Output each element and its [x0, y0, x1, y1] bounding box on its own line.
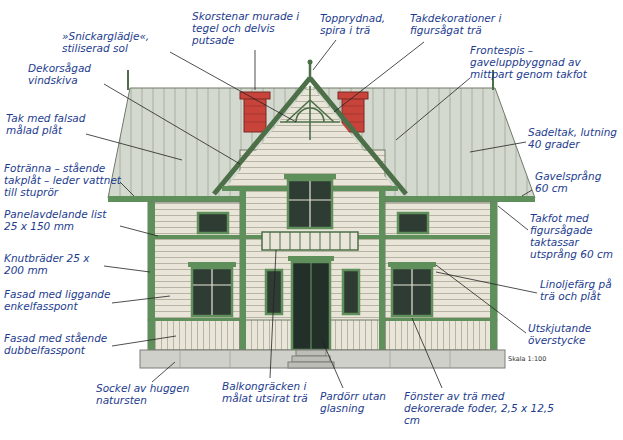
- callout-label: Balkongräcken i målat utsirat trä: [222, 380, 322, 404]
- callout-label: Sadeltak, lutning 40 grader: [528, 126, 618, 150]
- callout-label: Utskjutande överstycke: [528, 322, 610, 346]
- callout-label: »Snickarglädje«, stiliserad sol: [62, 30, 174, 54]
- callout-label: Linoljefärg på trä och plåt: [540, 278, 618, 302]
- callout-label: Topprydnad, spira i trä: [320, 12, 408, 36]
- callout-label: Panelavdelande list 25 x 150 mm: [4, 208, 120, 232]
- callout-label: Knutbräder 25 x 200 mm: [4, 252, 104, 276]
- callout-label: Fasad med liggande enkelfasspont: [4, 288, 112, 312]
- callout-label: Gavelsprång 60 cm: [535, 170, 615, 194]
- callout-label: Dekorsågad vindskiva: [28, 62, 110, 86]
- callout-label: Skorstenar murade i tegel och delvis put…: [192, 10, 310, 46]
- callout-label: Takdekorationer i figursågat trä: [410, 12, 528, 36]
- callout-label: Frontespis – gaveluppbyggnad av mittpart…: [470, 44, 618, 80]
- callout-label: Fasad med stående dubbelfasspont: [4, 332, 112, 356]
- scale-note: Skala 1:100: [508, 356, 568, 363]
- callout-label: Takfot med figursågade taktassar utsprån…: [530, 212, 618, 260]
- callout-label: Sockel av huggen natursten: [96, 382, 206, 406]
- callout-label: Fönster av trä med dekorerade foder, 2,5…: [404, 390, 554, 426]
- callout-label: Fotränna – stående takplåt – leder vattn…: [4, 162, 122, 198]
- callout-label: Pardörr utan glasning: [320, 390, 395, 414]
- callout-label: Tak med falsad målad plåt: [6, 112, 88, 136]
